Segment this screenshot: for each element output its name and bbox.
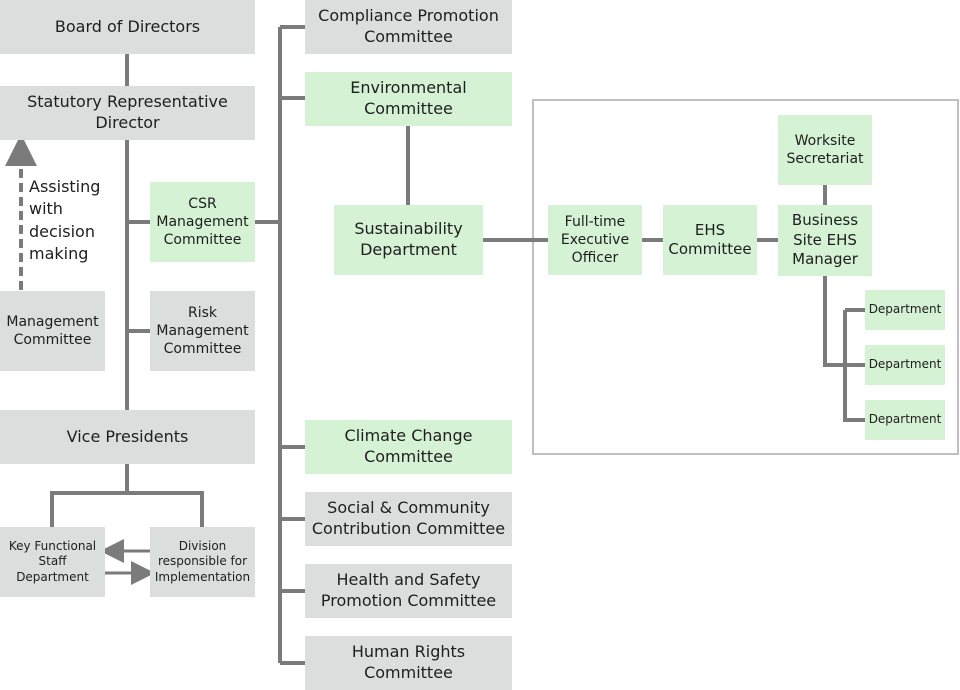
risk-management-committee-box: Risk Management Committee (150, 291, 255, 371)
board-of-directors-box: Board of Directors (0, 0, 255, 54)
site-ehs-manager-box: Business Site EHS Manager (778, 205, 872, 276)
executive-officer-box: Full-time Executive Officer (548, 205, 642, 275)
worksite-secretariat-box: Worksite Secretariat (778, 115, 872, 185)
health-safety-committee-box: Health and Safety Promotion Committee (305, 564, 512, 618)
climate-change-committee-box: Climate Change Committee (305, 420, 512, 474)
social-community-committee-box: Social & Community Contribution Committe… (305, 492, 512, 546)
key-functional-staff-box: Key Functional Staff Department (0, 527, 105, 597)
csr-management-committee-box: CSR Management Committee (150, 182, 255, 262)
management-committee-box: Management Committee (0, 291, 105, 371)
representative-director-box: Statutory Representative Director (0, 86, 255, 140)
division-implementation-box: Division responsible for Implementation (150, 527, 255, 597)
department-box: Department (865, 400, 945, 440)
ehs-committee-box: EHS Committee (663, 205, 757, 275)
human-rights-committee-box: Human Rights Committee (305, 636, 512, 690)
sustainability-department-box: Sustainability Department (334, 205, 483, 275)
department-box: Department (865, 345, 945, 385)
department-box: Department (865, 290, 945, 330)
assisting-label: Assisting with decision making (29, 177, 101, 264)
compliance-committee-box: Compliance Promotion Committee (305, 0, 512, 54)
ehs-frame (532, 99, 959, 455)
environmental-committee-box: Environmental Committee (305, 72, 512, 126)
vice-presidents-box: Vice Presidents (0, 410, 255, 464)
